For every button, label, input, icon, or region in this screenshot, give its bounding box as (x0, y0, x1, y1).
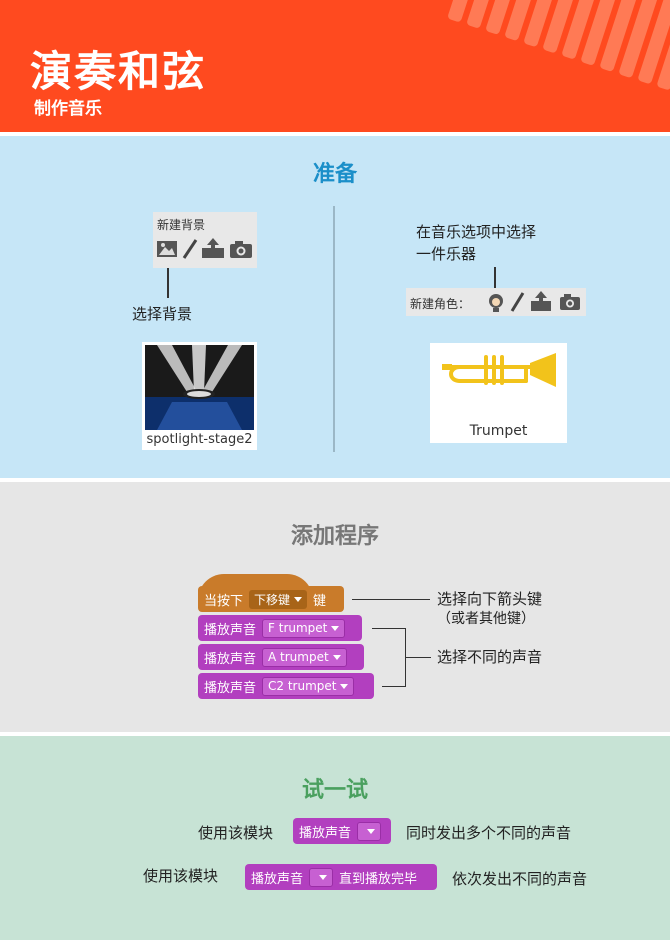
trumpet-thumbnail[interactable]: Trumpet (430, 343, 567, 443)
play-sound-block[interactable]: 播放声音 A trumpet (198, 644, 364, 670)
new-backdrop-label: 新建背景 (157, 218, 206, 232)
spotlight-stage-thumbnail[interactable]: spotlight-stage2 (142, 342, 257, 450)
key-note-line1: 选择向下箭头键 (437, 590, 543, 608)
play-sound-label: 播放声音 (204, 622, 257, 638)
play-sound-label: 播放声音 (204, 680, 257, 696)
pointer-line (352, 599, 430, 600)
key-note-line2: （或者其他键） (437, 611, 535, 627)
try-section: 试一试 使用该模块 播放声音 同时发出多个不同的声音 使用该模块 播放声音 直到… (0, 736, 670, 940)
try-row1-suffix: 同时发出多个不同的声音 (406, 824, 572, 842)
key-dropdown-value: 下移键 (254, 592, 291, 607)
camera-icon[interactable] (560, 294, 580, 310)
play-sound-block[interactable]: 播放声音 F trumpet (198, 615, 362, 641)
backdrop-tool-icons (157, 238, 252, 259)
paint-brush-icon[interactable] (510, 292, 525, 312)
chevron-down-icon (294, 596, 303, 602)
new-sprite-menu: 新建角色： (406, 288, 586, 316)
play-sound-label: 播放声音 (204, 651, 257, 667)
paint-brush-icon[interactable] (182, 239, 198, 259)
sprite-tool-icons (489, 291, 580, 312)
chevron-down-icon (340, 683, 349, 689)
page-title: 演奏和弦 (30, 47, 207, 96)
key-dropdown[interactable]: 下移键 (249, 589, 308, 609)
choose-sprite-icon[interactable] (489, 294, 503, 312)
bracket-top (372, 628, 406, 629)
sound-dropdown[interactable]: A trumpet (262, 647, 347, 667)
section-divider (333, 206, 335, 452)
spotlight-stage-image (145, 345, 254, 430)
bracket-bottom (382, 686, 406, 687)
piano-keys-decoration (438, 0, 670, 127)
play-sound-block[interactable]: 播放声音 (293, 818, 391, 844)
new-sprite-label: 新建角色： (410, 297, 471, 311)
until-done-label: 直到播放完毕 (339, 871, 418, 887)
new-backdrop-menu: 新建背景 (153, 212, 257, 268)
when-key-pressed-suffix: 键 (313, 593, 327, 609)
chevron-down-icon (319, 874, 328, 880)
sound-dropdown[interactable] (357, 821, 382, 841)
pointer-line (405, 657, 431, 658)
program-section: 添加程序 当按下 下移键 键 播放声音 F trumpet 播放声音 A tru… (0, 482, 670, 732)
choose-instrument-note: 在音乐选项中选择 一件乐器 (416, 221, 536, 265)
sound-dropdown-value: C2 trumpet (268, 679, 337, 693)
trumpet-icon (442, 353, 556, 387)
trumpet-caption: Trumpet (469, 423, 528, 439)
header-banner: 演奏和弦 制作音乐 (0, 0, 670, 132)
try-row1-prefix: 使用该模块 (198, 824, 274, 842)
when-key-pressed-block[interactable]: 当按下 下移键 键 (198, 586, 344, 612)
play-sound-block[interactable]: 播放声音 C2 trumpet (198, 673, 374, 699)
upload-icon[interactable] (531, 291, 551, 311)
page-subtitle: 制作音乐 (34, 99, 102, 119)
when-key-pressed-prefix: 当按下 (204, 593, 244, 609)
play-sound-label: 播放声音 (251, 871, 304, 887)
pointer-line (167, 268, 169, 298)
try-row2-prefix: 使用该模块 (143, 867, 219, 885)
program-title: 添加程序 (290, 524, 379, 549)
sound-dropdown-value: F trumpet (268, 621, 328, 635)
prepare-section: 准备 新建背景 选择背景 (0, 136, 670, 478)
camera-icon[interactable] (230, 241, 252, 258)
sound-dropdown[interactable]: F trumpet (262, 618, 346, 638)
choose-backdrop-icon[interactable] (157, 241, 177, 257)
try-title: 试一试 (301, 778, 368, 803)
choose-backdrop-note: 选择背景 (132, 305, 193, 323)
choose-instrument-line1: 在音乐选项中选择 (416, 223, 537, 241)
play-sound-label: 播放声音 (299, 825, 352, 841)
key-note: 选择向下箭头键 （或者其他键） (437, 589, 542, 629)
sound-dropdown-value: A trumpet (268, 650, 329, 664)
try-row2-suffix: 依次发出不同的声音 (452, 870, 588, 888)
chevron-down-icon (332, 654, 341, 660)
sound-note: 选择不同的声音 (437, 648, 543, 666)
prepare-title: 准备 (312, 162, 357, 187)
choose-instrument-line2: 一件乐器 (416, 245, 477, 263)
play-sound-until-done-block[interactable]: 播放声音 直到播放完毕 (245, 864, 437, 890)
sound-dropdown[interactable]: C2 trumpet (262, 676, 355, 696)
chevron-down-icon (331, 625, 340, 631)
chevron-down-icon (367, 828, 376, 834)
upload-icon[interactable] (202, 238, 224, 258)
spotlight-stage-caption: spotlight-stage2 (146, 432, 253, 447)
sound-dropdown[interactable] (309, 867, 334, 887)
pointer-line-right (494, 267, 496, 289)
